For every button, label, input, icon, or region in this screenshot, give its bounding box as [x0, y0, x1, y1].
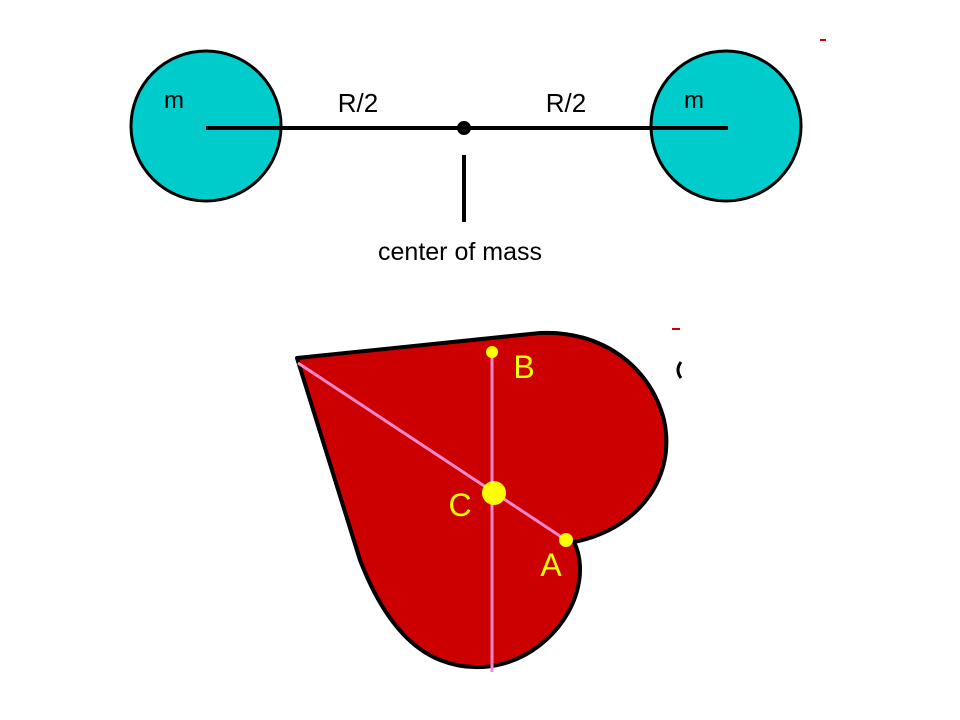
suspension-line-from-a [297, 361, 567, 542]
suspended-lamina-diagram: B C A [295, 328, 683, 672]
point-a-label: A [540, 547, 562, 583]
stray-arc-mark [676, 361, 683, 379]
lamina-shape [295, 330, 669, 670]
point-b-marker [486, 346, 498, 358]
right-half-distance-label: R/2 [546, 88, 586, 118]
right-mass-label: m [684, 87, 704, 114]
left-half-distance-label: R/2 [338, 88, 378, 118]
dumbbell-diagram: m m R/2 R/2 center of mass [129, 39, 826, 266]
point-c-label: C [448, 487, 471, 523]
point-c-marker [482, 481, 506, 505]
point-b-label: B [513, 349, 534, 385]
center-of-mass-dot [457, 121, 471, 135]
left-mass-label: m [164, 87, 184, 114]
point-a-marker [559, 533, 573, 547]
center-of-mass-label: center of mass [378, 238, 542, 266]
